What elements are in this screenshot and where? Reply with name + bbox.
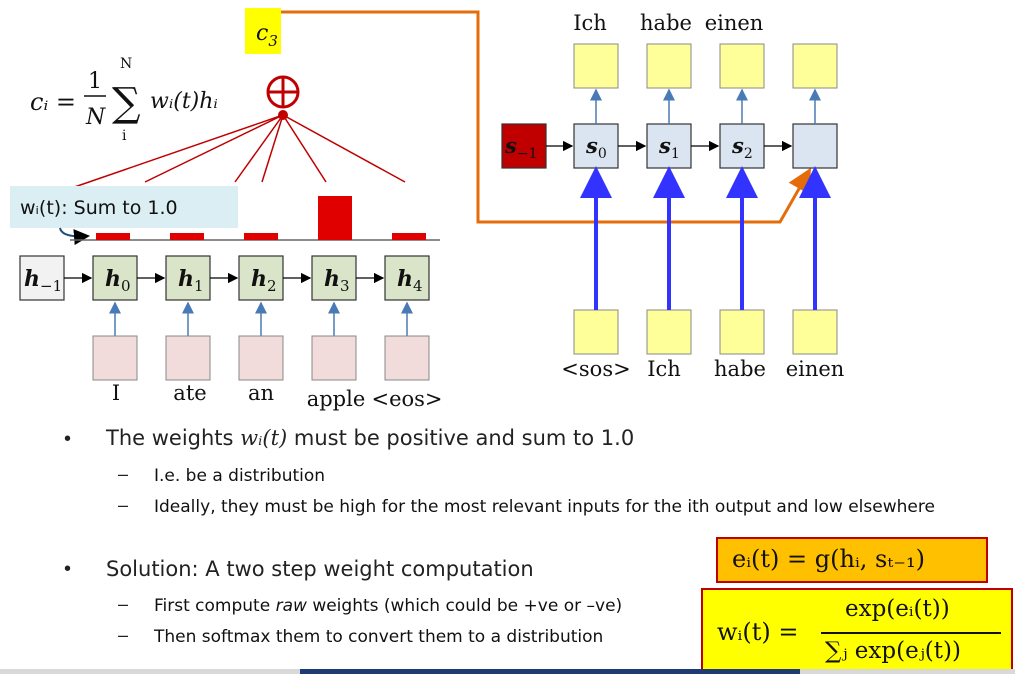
encoder-state-label: h−1 (24, 266, 62, 295)
weights-label: wᵢ(t): Sum to 1.0 (20, 197, 178, 219)
decoder-state-2: s1 (646, 123, 692, 169)
encoder-state-2: h1 (165, 255, 211, 301)
c3-label: c3 (256, 21, 278, 50)
decoder-state-label: s2 (731, 133, 753, 162)
encoder-input-box (165, 335, 211, 381)
encoder-state-1: h0 (92, 255, 138, 301)
weights-label-box (10, 186, 238, 228)
context-path-line (281, 10, 811, 224)
decoder-state-label: s1 (658, 133, 680, 162)
decoder-input-box (646, 309, 692, 355)
decoder-state-3: s2 (719, 123, 765, 169)
decoder-input-word: habe (714, 357, 766, 381)
decoder-output-word: Ich (573, 11, 607, 35)
formula-sum-top: N (120, 56, 132, 72)
softmax-lhs: wᵢ(t) = (717, 618, 799, 646)
decoder-input-word: Ich (647, 357, 681, 381)
formula-sigma: ∑ (112, 80, 141, 126)
encoder-input-word: apple (307, 387, 366, 411)
formula-frac-den: N (85, 105, 106, 130)
decoder-output-box (646, 43, 692, 89)
formula-frac-num: 1 (88, 69, 102, 94)
energy-equation: eᵢ(t) = g(hᵢ, sₜ₋₁) (732, 545, 925, 573)
encoder-input-box (92, 335, 138, 381)
decoder-input-box (792, 309, 838, 355)
encoder-state-label: h0 (105, 266, 131, 295)
weights-pointer-arrow (59, 227, 90, 246)
decoder-state-label: s0 (585, 133, 607, 162)
encoder-row: h−1 h0 h1 h2 h3 h4 (19, 255, 430, 301)
encoder-state-label: h2 (251, 266, 277, 295)
weight-bar (170, 233, 204, 240)
formula-term: wᵢ(t)hᵢ (150, 89, 218, 114)
decoder-output-box (792, 43, 838, 89)
encoder-input-word: an (248, 381, 274, 405)
decoder-input-word: einen (786, 357, 845, 381)
decoder-output-word: habe (640, 11, 692, 35)
decoder-output-box (573, 43, 619, 89)
encoder-state-5: h4 (384, 255, 430, 301)
decoder-state-0: s−1 (501, 123, 547, 169)
attention-fan-lines (59, 114, 406, 193)
decoder-input-word: <sos> (561, 357, 630, 381)
weight-bar (244, 233, 278, 240)
energy-equation-box: eᵢ(t) = g(hᵢ, sₜ₋₁) (716, 537, 988, 583)
encoder-state-label: h4 (397, 266, 423, 295)
encoder-state-4: h3 (311, 255, 357, 301)
decoder-output-box (719, 43, 765, 89)
weight-bar (96, 233, 130, 240)
softmax-denominator: ∑ⱼ exp(eⱼ(t)) (825, 638, 961, 664)
decoder-state-4 (792, 123, 838, 169)
encoder-state-label: h3 (324, 266, 350, 295)
encoder-input-word: I (112, 381, 120, 405)
footer-rule-accent (300, 669, 800, 674)
context-formula: cᵢ = 1 N N ∑ i wᵢ(t)hᵢ (30, 56, 218, 144)
softmax-equation-box: wᵢ(t) = exp(eᵢ(t)) ∑ⱼ exp(eⱼ(t)) (701, 588, 1013, 672)
weight-bar (318, 196, 352, 240)
decoder-input-box (573, 309, 619, 355)
decoder-state-1: s0 (573, 123, 619, 169)
encoder-state-label: h1 (178, 266, 204, 295)
encoder-input-box (311, 335, 357, 381)
formula-ci: cᵢ = (30, 88, 76, 116)
encoder-input-word: ate (173, 381, 206, 405)
decoder-input-box (719, 309, 765, 355)
decoder-state-label: s−1 (504, 133, 537, 162)
encoder-state-3: h2 (238, 255, 284, 301)
encoder-input-box (238, 335, 284, 381)
softmax-numerator: exp(eᵢ(t)) (845, 596, 950, 622)
formula-sum-bottom: i (122, 128, 127, 144)
softmax-fraction-line (821, 632, 1001, 634)
weight-bar (392, 233, 426, 240)
encoder-input-word: <eos> (371, 387, 442, 411)
weight-bars (96, 196, 426, 240)
encoder-state-0: h−1 (19, 255, 65, 301)
encoder-input-box (384, 335, 430, 381)
c3-label-box (245, 8, 281, 54)
decoder-output-word: einen (705, 11, 764, 35)
